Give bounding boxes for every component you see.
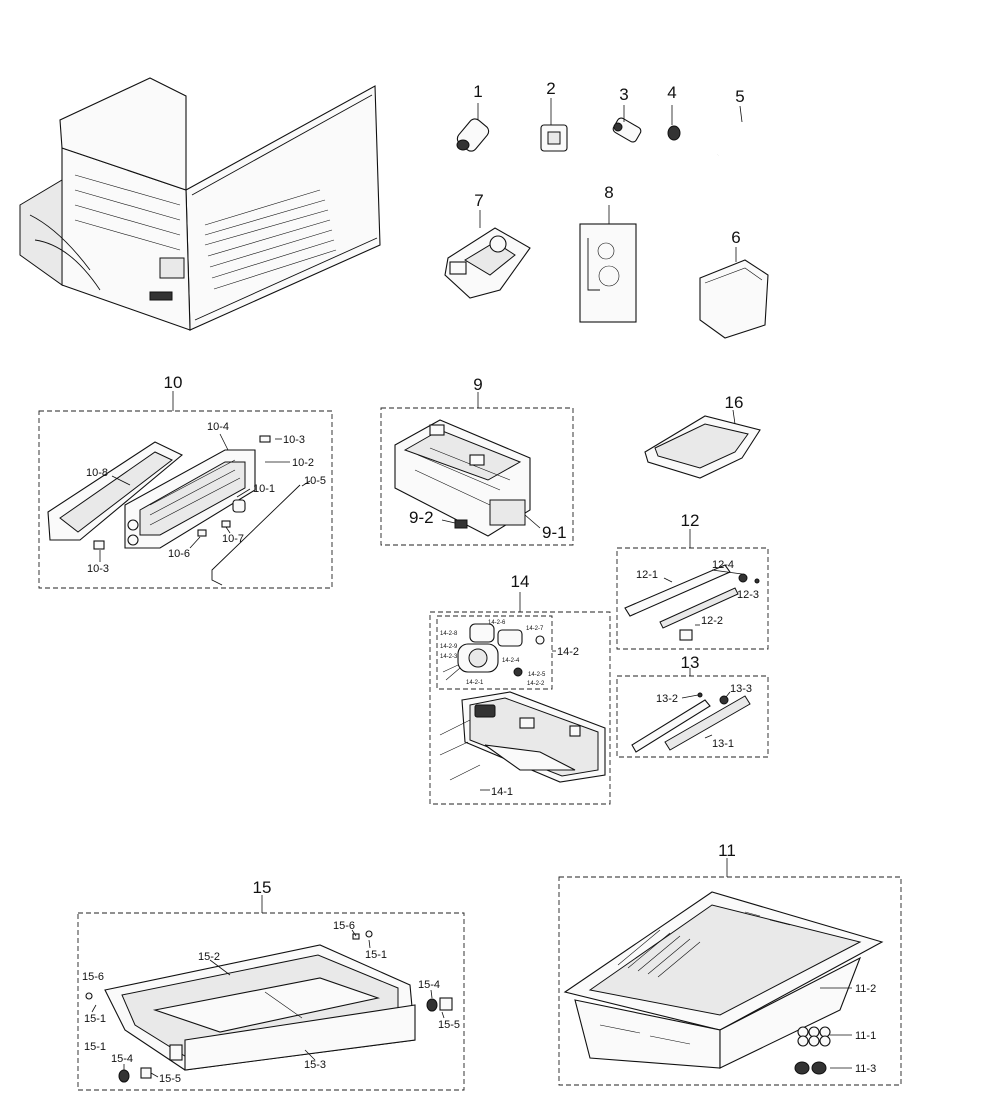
label-10-5: 10-5 bbox=[304, 475, 326, 487]
part-1-fitting bbox=[456, 103, 490, 152]
label-6: 6 bbox=[731, 228, 740, 247]
label-9-2: 9-2 bbox=[409, 508, 434, 527]
section-11-box bbox=[558, 876, 902, 1086]
part-11-basket bbox=[563, 891, 884, 1069]
label-13: 13 bbox=[681, 653, 700, 672]
label-10-6: 10-6 bbox=[168, 548, 190, 560]
label-14-2: 14-2 bbox=[557, 646, 579, 658]
label-14-2-9: 14-2-9 bbox=[440, 644, 458, 650]
part-10-evaporator bbox=[124, 449, 256, 549]
section-12-box bbox=[616, 547, 769, 650]
label-14-2-2: 14-2-2 bbox=[527, 681, 545, 687]
label-11-3: 11-3 bbox=[855, 1063, 876, 1075]
part-3-connector bbox=[612, 105, 642, 143]
part-13-rails bbox=[631, 691, 751, 753]
label-15-5a: 15-5 bbox=[159, 1073, 181, 1085]
part-6-cover bbox=[699, 247, 769, 339]
label-9-1: 9-1 bbox=[542, 523, 567, 542]
part-5-tube bbox=[717, 105, 759, 201]
section-14-2-box bbox=[436, 615, 553, 690]
part-15-drawer bbox=[85, 929, 453, 1083]
label-10-3b: 10-3 bbox=[87, 563, 109, 575]
section-9-box bbox=[380, 407, 574, 546]
section-13-box bbox=[616, 675, 769, 758]
label-12-2: 12-2 bbox=[701, 615, 723, 627]
section-15-box bbox=[77, 912, 465, 1091]
label-10-4: 10-4 bbox=[207, 421, 229, 433]
label-7: 7 bbox=[474, 191, 483, 210]
label-13-3: 13-3 bbox=[730, 683, 752, 695]
label-14-2-1: 14-2-1 bbox=[466, 680, 484, 686]
label-14-2-7: 14-2-7 bbox=[526, 626, 544, 632]
label-15-2: 15-2 bbox=[198, 951, 220, 963]
label-13-1: 13-1 bbox=[712, 738, 734, 750]
part-12-rails bbox=[624, 564, 760, 641]
part-14-1-cover-panel bbox=[439, 691, 606, 791]
label-2: 2 bbox=[546, 79, 555, 98]
label-13-2: 13-2 bbox=[656, 693, 678, 705]
label-15-3: 15-3 bbox=[304, 1059, 326, 1071]
label-10-2: 10-2 bbox=[292, 457, 314, 469]
label-15-1c: 15-1 bbox=[84, 1041, 106, 1053]
part-7-water-valve bbox=[444, 210, 531, 299]
label-15-1b: 15-1 bbox=[365, 949, 387, 961]
label-16: 16 bbox=[725, 393, 744, 412]
section-10-box bbox=[38, 410, 333, 589]
label-14-2-3: 14-2-3 bbox=[440, 654, 458, 660]
label-4: 4 bbox=[667, 83, 676, 102]
label-3: 3 bbox=[619, 85, 628, 104]
label-15: 15 bbox=[253, 878, 272, 897]
part-11-1-screws bbox=[797, 1026, 831, 1047]
part-8-kit bbox=[579, 205, 637, 323]
label-1: 1 bbox=[473, 82, 482, 101]
label-10-7: 10-7 bbox=[222, 533, 244, 545]
label-14: 14 bbox=[511, 572, 530, 591]
label-14-2-6: 14-2-6 bbox=[488, 620, 506, 626]
label-10-8: 10-8 bbox=[86, 467, 108, 479]
label-8: 8 bbox=[604, 183, 613, 202]
label-15-6b: 15-6 bbox=[333, 920, 355, 932]
label-11-1: 11-1 bbox=[855, 1030, 876, 1042]
label-10-3a: 10-3 bbox=[283, 434, 305, 446]
label-12: 12 bbox=[681, 511, 700, 530]
label-11: 11 bbox=[718, 841, 736, 860]
label-15-1a: 15-1 bbox=[84, 1013, 106, 1025]
label-11-2: 11-2 bbox=[855, 983, 876, 995]
part-11-3-caps bbox=[794, 1061, 827, 1075]
label-14-2-5: 14-2-5 bbox=[528, 672, 546, 678]
label-10: 10 bbox=[164, 373, 183, 392]
part-2-clamp bbox=[540, 98, 568, 152]
label-15-5b: 15-5 bbox=[438, 1019, 460, 1031]
label-14-2-4: 14-2-4 bbox=[502, 658, 520, 664]
part-10-8-cover bbox=[47, 441, 184, 541]
part-4-cap bbox=[667, 105, 681, 141]
label-14-1: 14-1 bbox=[491, 786, 513, 798]
label-12-4: 12-4 bbox=[712, 559, 734, 571]
label-15-4b: 15-4 bbox=[418, 979, 440, 991]
part-14-2-fan-assembly bbox=[442, 623, 556, 681]
label-9: 9 bbox=[473, 375, 482, 394]
part-9-ice-maker bbox=[394, 419, 541, 537]
freezer-cabinet bbox=[19, 77, 381, 331]
part-10-small-parts bbox=[93, 433, 311, 586]
label-15-4a: 15-4 bbox=[111, 1053, 133, 1065]
part-16-tray bbox=[644, 409, 761, 479]
label-15-6a: 15-6 bbox=[82, 971, 104, 983]
label-14-2-8: 14-2-8 bbox=[440, 631, 458, 637]
label-12-3: 12-3 bbox=[737, 589, 759, 601]
label-12-1: 12-1 bbox=[636, 569, 658, 581]
label-10-1: 10-1 bbox=[253, 483, 275, 495]
label-5: 5 bbox=[735, 87, 744, 106]
